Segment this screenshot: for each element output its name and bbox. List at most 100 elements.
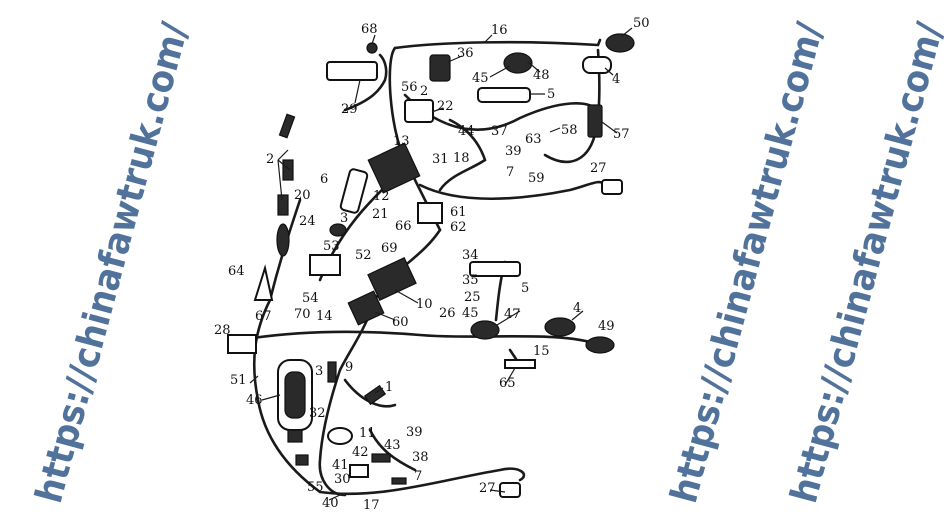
switch-part: [227, 334, 257, 354]
fuse-box-part: [367, 142, 421, 194]
bracket-part: [278, 113, 296, 139]
part-label: 55: [307, 480, 324, 495]
part-label: 51: [230, 373, 247, 388]
part-label: 18: [453, 151, 470, 166]
relay-part: [287, 429, 303, 443]
part-label: 64: [228, 264, 245, 279]
part-label: 3: [315, 364, 323, 379]
part-label: 30: [334, 472, 351, 487]
part-label: 24: [299, 214, 316, 229]
part-label: 10: [416, 297, 433, 312]
part-number-labels: 68 16 50 36 45 48 4 5 56 2 22 29 44 37 6…: [214, 16, 650, 513]
part-label: 7: [414, 469, 422, 484]
relay-part: [295, 454, 309, 466]
part-label: 67: [255, 309, 272, 324]
part-label: 5: [547, 87, 555, 102]
part-label: 50: [633, 16, 650, 31]
part-label: 14: [316, 309, 333, 324]
part-label: 59: [528, 171, 545, 186]
bracket-part: [253, 264, 274, 301]
part-label: 34: [462, 248, 479, 263]
part-label: 53: [323, 239, 340, 254]
gauge-part: [284, 371, 306, 419]
part-label: 4: [612, 72, 620, 87]
part-label: 37: [491, 124, 508, 139]
part-label: 2: [420, 84, 428, 99]
part-label: 45: [472, 71, 489, 86]
part-label: 17: [363, 498, 380, 513]
part-label: 1: [385, 380, 393, 395]
part-label: 6: [320, 172, 328, 187]
module-part: [349, 464, 369, 478]
part-label: 61: [450, 205, 467, 220]
part-label: 66: [395, 219, 412, 234]
lamp-bar-part: [469, 261, 521, 277]
part-label: 32: [309, 406, 326, 421]
part-label: 12: [373, 189, 390, 204]
speaker-part: [503, 52, 533, 74]
part-label: 9: [345, 360, 353, 375]
part-label: 52: [355, 248, 372, 263]
horn-part: [605, 33, 635, 53]
part-label: 22: [437, 99, 454, 114]
part-label: 68: [361, 22, 378, 37]
fuse-block-part: [587, 104, 603, 138]
plug-part: [391, 477, 407, 485]
display-part: [339, 168, 369, 214]
headlight-part: [326, 61, 378, 81]
part-label: 48: [533, 68, 550, 83]
part-label: 31: [432, 152, 449, 167]
part-label: 29: [341, 102, 358, 117]
part-label: 40: [322, 496, 339, 511]
part-label: 26: [439, 306, 456, 321]
lamp-bar-part: [477, 87, 531, 103]
part-label: 28: [214, 323, 231, 338]
part-label: 5: [521, 281, 529, 296]
part-label: 27: [479, 481, 496, 496]
part-label: 11: [359, 426, 376, 441]
relay-part: [309, 254, 341, 276]
part-label: 62: [450, 220, 467, 235]
relay-part: [404, 99, 434, 123]
part-label: 54: [302, 291, 319, 306]
speaker-part: [585, 336, 615, 354]
bracket-part: [282, 159, 294, 181]
bracket-part: [277, 194, 289, 216]
part-label: 3: [340, 211, 348, 226]
part-label: 57: [613, 127, 630, 142]
part-label: 49: [598, 319, 615, 334]
part-label: 39: [406, 425, 423, 440]
part-label: 42: [352, 445, 369, 460]
part-label: 60: [392, 315, 409, 330]
ignition-part: [327, 427, 353, 445]
lamp-part: [582, 56, 612, 74]
bracket-part: [504, 359, 536, 369]
part-label: 27: [590, 161, 607, 176]
part-label: 2: [266, 152, 274, 167]
part-label: 43: [384, 438, 401, 453]
part-label: 69: [381, 241, 398, 256]
part-label: 20: [294, 188, 311, 203]
speaker-part: [470, 320, 500, 340]
part-label: 4: [573, 301, 581, 316]
watermark-text: https://chinafawtruk.com/: [27, 18, 197, 508]
part-label: 45: [462, 306, 479, 321]
leader-lines: [249, 27, 633, 501]
part-label: 39: [505, 144, 522, 159]
part-label: 13: [393, 134, 410, 149]
part-label: 35: [462, 273, 479, 288]
part-label: 58: [561, 123, 578, 138]
part-label: 41: [332, 458, 349, 473]
plug-part: [601, 179, 623, 195]
part-label: 15: [533, 344, 550, 359]
harness-parts: [227, 33, 635, 498]
fuse-part: [347, 290, 385, 326]
lamp-part: [544, 317, 576, 337]
part-label: 7: [506, 165, 514, 180]
part-label: 25: [464, 290, 481, 305]
part-label: 56: [401, 80, 418, 95]
part-label: 36: [457, 46, 474, 61]
part-label: 44: [458, 124, 475, 139]
